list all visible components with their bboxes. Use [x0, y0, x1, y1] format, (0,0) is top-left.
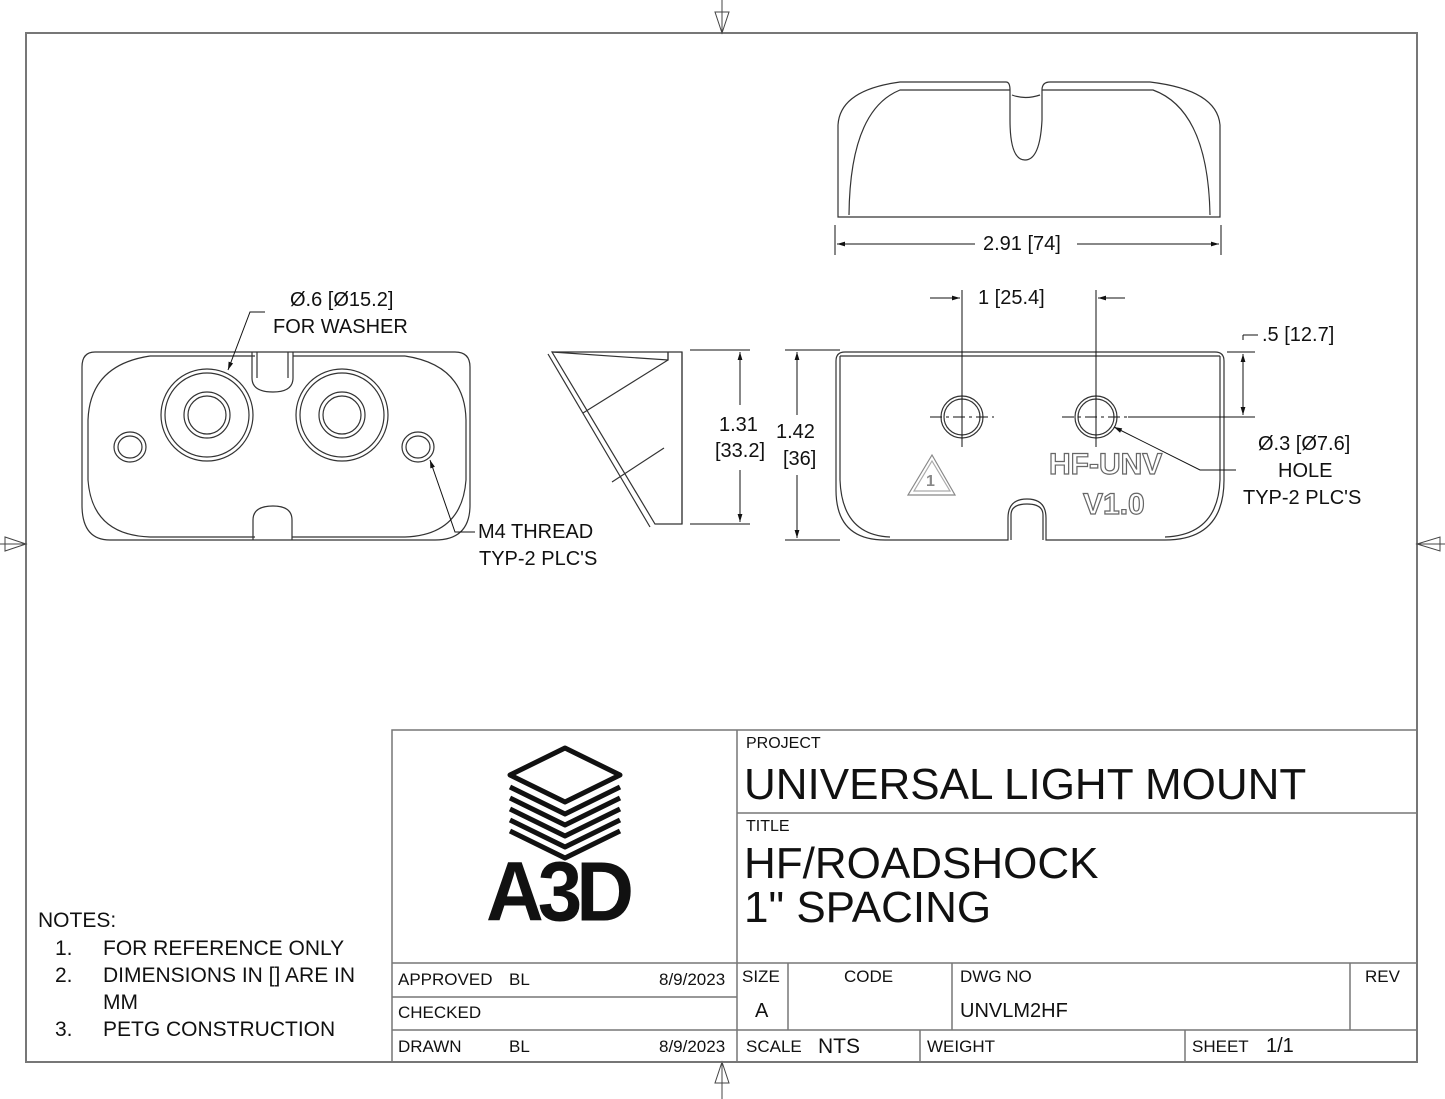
- embossed-version: V1.0: [1082, 488, 1145, 521]
- size-label: SIZE: [742, 967, 780, 986]
- side-height-mm: [33.2]: [715, 440, 766, 462]
- title-line-1: HF/ROADSHOCK: [744, 839, 1099, 888]
- logo-text: A3D: [486, 844, 634, 939]
- dwg-no-value: UNVLM2HF: [960, 1000, 1068, 1022]
- project-value: UNIVERSAL LIGHT MOUNT: [744, 760, 1307, 809]
- hole-spacing-dim: 1 [25.4]: [978, 287, 1045, 309]
- notes-heading: NOTES:: [38, 909, 117, 932]
- project-label: PROJECT: [746, 735, 821, 752]
- side-view-dimension: [690, 349, 840, 541]
- code-label: CODE: [844, 967, 894, 986]
- hole-callout-dim: Ø.3 [Ø7.6]: [1258, 433, 1351, 455]
- front-view-leaders: [227, 311, 475, 533]
- side-height-inch: 1.31: [719, 414, 758, 436]
- note-3-text: PETG CONSTRUCTION: [103, 1018, 336, 1041]
- top-view-dimension: [834, 225, 1222, 255]
- title-block-frame: [391, 729, 1418, 1063]
- back-view: [835, 351, 1225, 541]
- dwg-no-label: DWG NO: [960, 967, 1032, 986]
- top-view: [837, 81, 1221, 218]
- note-2-text: DIMENSIONS IN [] ARE IN: [103, 964, 356, 987]
- side-view: [547, 351, 683, 528]
- back-height-mm: [36]: [783, 448, 817, 470]
- drawn-label: DRAWN: [398, 1037, 462, 1056]
- thread-callout-note: TYP-2 PLC'S: [479, 548, 598, 570]
- hole-offset-dim: .5 [12.7]: [1262, 324, 1335, 346]
- hole-callout-qty: TYP-2 PLC'S: [1243, 487, 1362, 509]
- drawn-by: BL: [509, 1037, 530, 1056]
- scale-label: SCALE: [746, 1037, 802, 1056]
- washer-callout-dim: Ø.6 [Ø15.2]: [290, 289, 394, 311]
- sheet-label: SHEET: [1192, 1037, 1249, 1056]
- title-label: TITLE: [746, 818, 790, 835]
- title-line-2: 1" SPACING: [744, 883, 992, 932]
- note-1-text: FOR REFERENCE ONLY: [103, 937, 345, 960]
- recycle-code-icon: 1: [926, 473, 935, 490]
- rev-label: REV: [1365, 967, 1400, 986]
- note-2-text-cont: MM: [103, 991, 138, 1014]
- back-height-inch: 1.42: [776, 421, 815, 443]
- front-view: [81, 351, 471, 541]
- drawn-date: 8/9/2023: [659, 1037, 726, 1056]
- checked-label: CHECKED: [398, 1003, 482, 1022]
- note-3-num: 3.: [55, 1018, 73, 1041]
- washer-callout-note: FOR WASHER: [273, 316, 408, 338]
- approved-by: BL: [509, 970, 530, 989]
- scale-value: NTS: [818, 1035, 860, 1058]
- approved-label: APPROVED: [398, 970, 493, 989]
- top-width-dim: 2.91 [74]: [983, 233, 1061, 255]
- note-2-num: 2.: [55, 964, 73, 987]
- a3d-logo-icon: [507, 745, 623, 861]
- hole-callout-label: HOLE: [1278, 460, 1333, 482]
- size-value: A: [755, 1000, 769, 1022]
- weight-label: WEIGHT: [927, 1037, 995, 1056]
- approved-date: 8/9/2023: [659, 970, 726, 989]
- thread-callout-dim: M4 THREAD: [478, 521, 594, 543]
- sheet-value: 1/1: [1266, 1035, 1294, 1057]
- embossed-part-code: HF-UNV: [1048, 448, 1163, 481]
- note-1-num: 1.: [55, 937, 73, 960]
- back-view-dimensions: [930, 290, 1258, 471]
